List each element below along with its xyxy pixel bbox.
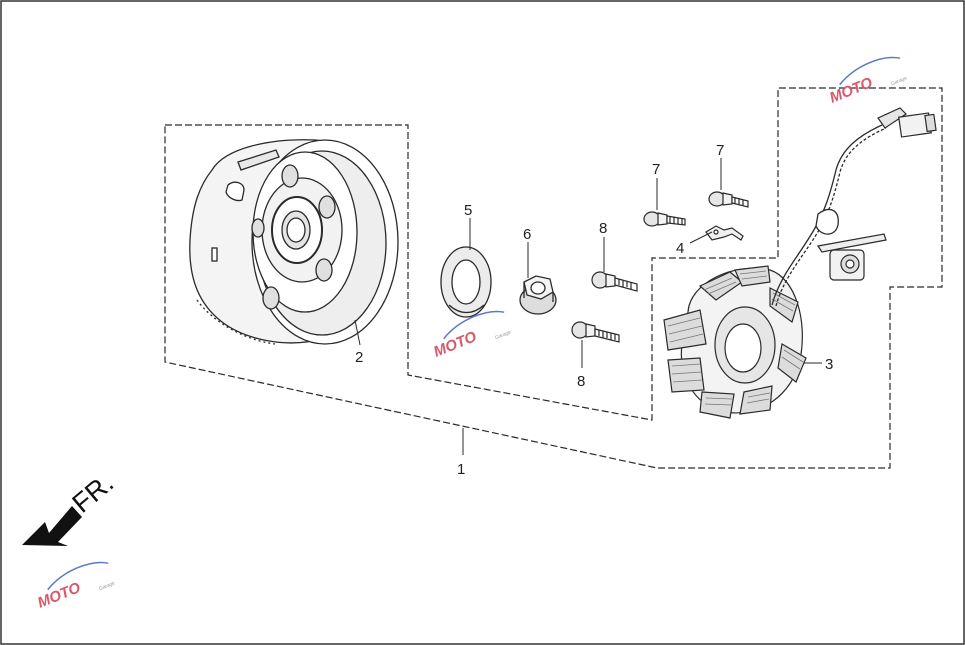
front-arrow-icon (22, 506, 82, 546)
wire-clamp (705, 225, 744, 241)
callout-2: 2 (355, 349, 363, 366)
bolt-8b (571, 321, 620, 343)
wire-harness (771, 124, 887, 307)
svg-text:Garage: Garage (98, 580, 116, 592)
leader-lines (354, 158, 822, 455)
callout-7b: 7 (716, 142, 724, 159)
callout-5: 5 (464, 202, 472, 219)
callout-6: 6 (523, 226, 531, 243)
svg-text:Garage: Garage (890, 75, 908, 87)
pulser-coil (816, 233, 887, 281)
watermark-swoosh-icon (839, 56, 901, 86)
callout-8b: 8 (577, 373, 585, 390)
spacer-washer (440, 246, 492, 318)
watermark-swoosh-icon (443, 310, 505, 340)
flywheel-rotor (189, 139, 399, 345)
callout-7a: 7 (652, 161, 660, 178)
callout-8a: 8 (599, 220, 607, 237)
svg-text:Garage: Garage (494, 329, 512, 341)
callout-4: 4 (676, 240, 684, 257)
harness-connector (877, 107, 937, 138)
flange-nut (519, 275, 557, 315)
stator-coil (663, 265, 807, 419)
bolt-8a (591, 271, 638, 292)
bolt-7b (708, 191, 749, 208)
assembly-outline (164, 87, 943, 469)
callout-3: 3 (825, 356, 833, 373)
watermark-swoosh-icon (47, 561, 109, 591)
bolt-7a (643, 211, 686, 227)
callout-1: 1 (457, 461, 465, 478)
